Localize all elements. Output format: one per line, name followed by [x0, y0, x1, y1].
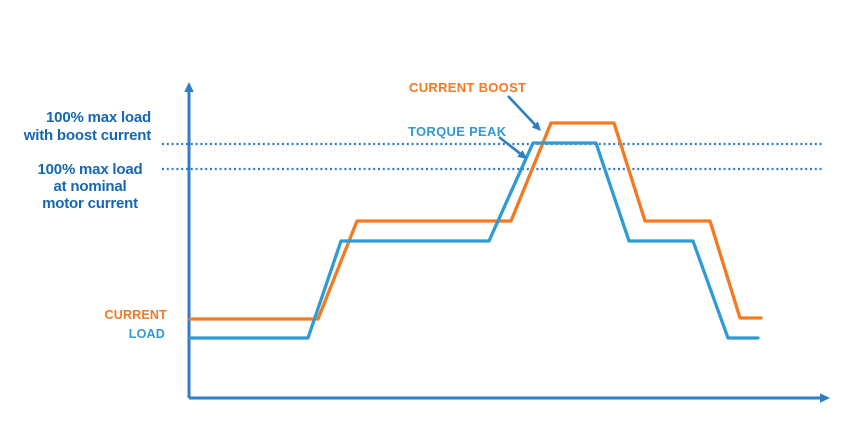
annotation-arrow-1-arrowhead [531, 121, 541, 131]
ref-label-max-load-nominal-line2: at nominal [53, 178, 127, 195]
annotation-arrow-2-line [498, 135, 521, 155]
ref-label-max-load-nominal-line1: 100% max load [37, 161, 143, 178]
ref-label-max-load-boost-line2: with boost current [23, 127, 151, 144]
annotation-arrow-2-arrowhead [517, 150, 527, 159]
annotation-arrow-1-line [507, 95, 536, 126]
ref-label-max-load-boost: 100% max load with boost current [0, 109, 151, 145]
y-axis-arrowhead [184, 82, 194, 92]
series-label-current: CURRENT [104, 308, 167, 322]
ref-label-max-load-nominal: 100% max load at nominal motor current [18, 161, 162, 212]
x-axis-arrowhead [820, 393, 830, 403]
annotation-label-current-boost: CURRENT BOOST [409, 80, 527, 95]
ref-label-max-load-nominal-line3: motor current [42, 195, 138, 212]
annotation-label-torque-peak: TORQUE PEAK [408, 124, 507, 139]
series-label-load: LOAD [128, 327, 165, 341]
series-current-curve [188, 121, 763, 321]
series-load-curve [188, 141, 760, 340]
ref-label-max-load-boost-line1: 100% max load [46, 109, 151, 126]
